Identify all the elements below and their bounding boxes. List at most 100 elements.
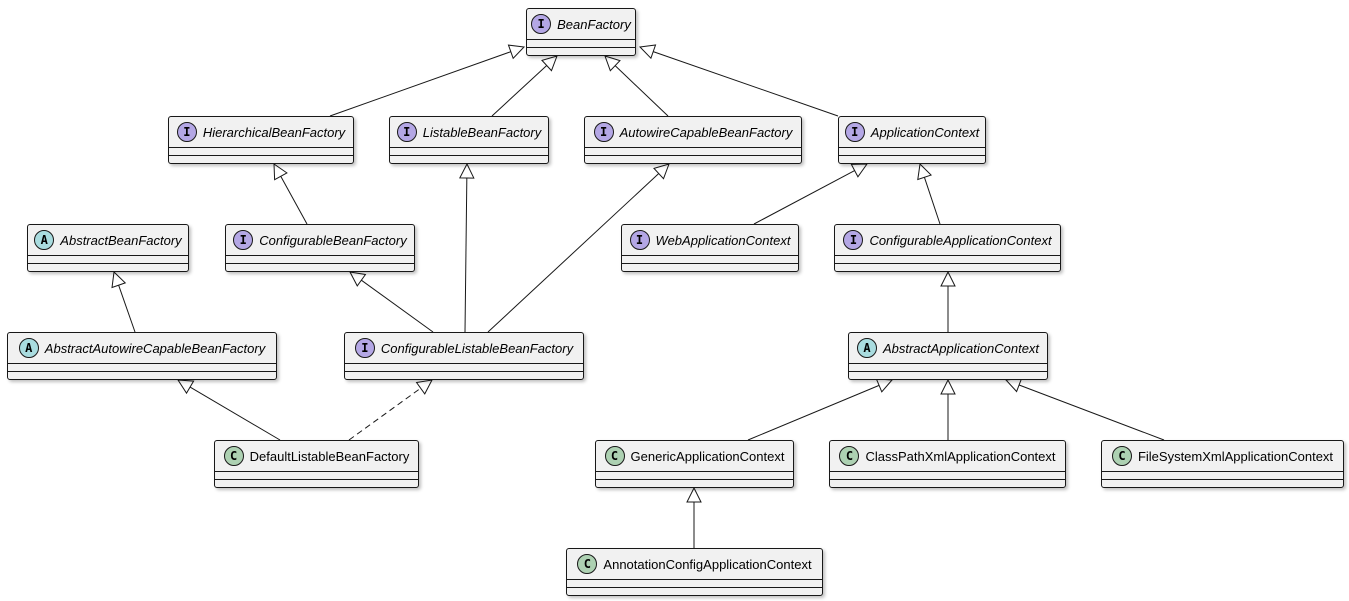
class-header: A AbstractAutowireCapableBeanFactory — [8, 333, 276, 364]
class-name: ConfigurableListableBeanFactory — [380, 340, 574, 356]
edge-line — [753, 170, 855, 225]
edge-configurable-bean-factory-to-hierarchical-bean-factory — [273, 163, 308, 225]
class-box-application-context[interactable]: I ApplicationContext — [838, 116, 986, 164]
class-name: FileSystemXmlApplicationContext — [1137, 448, 1334, 464]
class-header: I WebApplicationContext — [622, 225, 798, 256]
compartment-divider — [567, 587, 822, 588]
compartment-divider — [849, 371, 1047, 372]
inheritance-arrowhead — [940, 378, 956, 395]
edge-line — [614, 65, 669, 117]
inheritance-arrowhead — [917, 162, 932, 181]
edge-line — [361, 279, 434, 333]
class-name: AbstractApplicationContext — [882, 340, 1040, 356]
abstract-stereotype-icon: A — [18, 338, 39, 358]
class-stereotype-icon: C — [1111, 446, 1132, 466]
compartment-divider — [585, 155, 801, 156]
edge-file-system-xml-application-context-to-abstract-application-context — [1004, 377, 1165, 441]
compartment-divider — [215, 479, 418, 480]
class-name: AnnotationConfigApplicationContext — [603, 556, 812, 572]
class-stereotype-icon: C — [839, 446, 860, 466]
edge-hierarchical-bean-factory-to-bean-factory — [329, 44, 526, 117]
compartment-divider — [226, 263, 414, 264]
class-box-web-application-context[interactable]: I WebApplicationContext — [621, 224, 799, 272]
class-name: WebApplicationContext — [655, 232, 791, 248]
class-box-abstract-autowire-capable-bean-factory[interactable]: A AbstractAutowireCapableBeanFactory — [7, 332, 277, 380]
edge-configurable-listable-bean-factory-to-listable-bean-factory — [459, 162, 475, 333]
edge-line — [189, 386, 281, 441]
inheritance-arrowhead — [604, 55, 621, 72]
inheritance-arrowhead — [459, 162, 475, 179]
inheritance-arrowhead — [273, 163, 288, 181]
interface-stereotype-icon: I — [844, 122, 865, 142]
class-box-file-system-xml-application-context[interactable]: C FileSystemXmlApplicationContext — [1101, 440, 1344, 488]
interface-stereotype-icon: I — [531, 14, 552, 34]
class-box-listable-bean-factory[interactable]: I ListableBeanFactory — [389, 116, 549, 164]
compartment-divider — [835, 263, 1060, 264]
inheritance-arrowhead — [653, 163, 670, 180]
compartment-divider — [169, 155, 353, 156]
class-name: ConfigurableApplicationContext — [869, 232, 1052, 248]
inheritance-arrowhead — [111, 270, 127, 289]
compartment-divider — [345, 371, 583, 372]
edge-line — [280, 176, 308, 225]
interface-stereotype-icon: I — [629, 230, 650, 250]
edge-line — [487, 173, 660, 333]
edge-line — [653, 51, 839, 117]
inheritance-arrowhead — [940, 270, 956, 287]
class-header: I ListableBeanFactory — [390, 117, 548, 148]
inheritance-arrowhead — [875, 378, 894, 393]
edge-annotation-config-application-context-to-generic-application-context — [686, 486, 702, 548]
compartment-divider — [1102, 479, 1343, 480]
edge-line — [1018, 384, 1165, 441]
edge-configurable-listable-bean-factory-to-autowire-capable-bean-factory — [487, 163, 670, 333]
edge-abstract-application-context-to-configurable-application-context — [940, 270, 956, 332]
edge-line — [464, 177, 468, 333]
class-name: AutowireCapableBeanFactory — [619, 124, 793, 140]
compartment-divider — [28, 263, 188, 264]
inheritance-arrowhead — [177, 379, 195, 395]
edge-configurable-application-context-to-application-context — [917, 162, 941, 225]
edge-autowire-capable-bean-factory-to-bean-factory — [604, 55, 669, 117]
edge-application-context-to-bean-factory — [638, 44, 839, 117]
class-stereotype-icon: C — [604, 446, 625, 466]
inheritance-arrowhead — [349, 271, 367, 287]
compartment-divider — [622, 263, 798, 264]
inheritance-arrowhead — [1004, 377, 1023, 393]
class-name: ListableBeanFactory — [422, 124, 542, 140]
inheritance-arrowhead — [415, 379, 433, 395]
edge-line — [348, 387, 421, 441]
edge-line — [118, 285, 136, 333]
compartment-divider — [390, 155, 548, 156]
interface-stereotype-icon: I — [396, 122, 417, 142]
compartment-divider — [830, 479, 1065, 480]
class-name: ApplicationContext — [870, 124, 980, 140]
class-name: AbstractAutowireCapableBeanFactory — [44, 340, 266, 356]
class-name: HierarchicalBeanFactory — [202, 124, 346, 140]
class-name: DefaultListableBeanFactory — [249, 448, 410, 464]
inheritance-arrowhead — [507, 44, 526, 60]
edge-default-listable-bean-factory-to-abstract-autowire-capable-bean-factory — [177, 379, 281, 441]
